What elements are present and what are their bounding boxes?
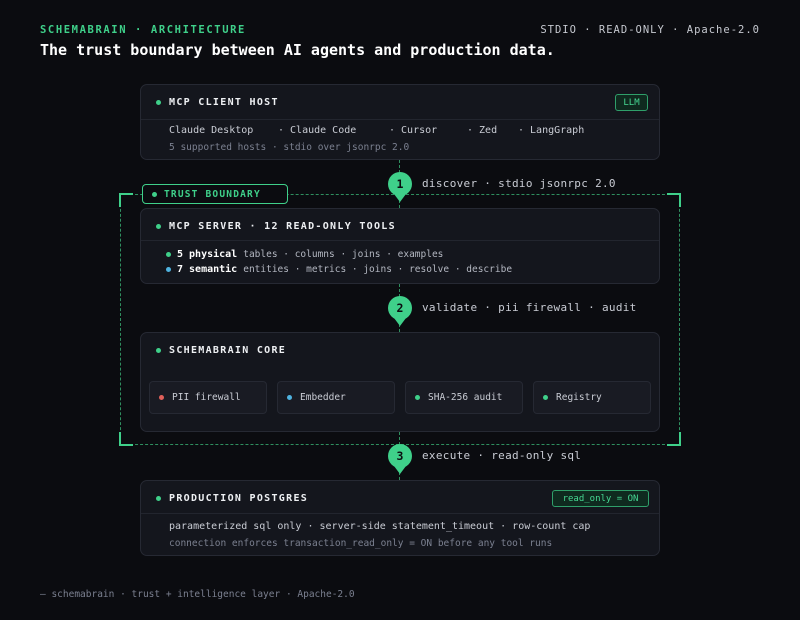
divider xyxy=(141,119,659,120)
page-title: The trust boundary between AI agents and… xyxy=(40,41,555,59)
step-label-3: execute · read-only sql xyxy=(422,449,582,462)
boundary-corner xyxy=(667,432,681,446)
tool-group-semantic: 7 semantic entities · metrics · joins · … xyxy=(166,264,512,275)
module-label: SHA-256 audit xyxy=(428,392,503,403)
card-subtitle: connection enforces transaction_read_onl… xyxy=(169,538,553,549)
host-item: · LangGraph xyxy=(518,125,585,136)
module-dot xyxy=(159,395,164,400)
module-dot xyxy=(415,395,420,400)
module-label: PII firewall xyxy=(172,392,241,403)
trust-boundary-label: TRUST BOUNDARY xyxy=(142,184,288,204)
step-marker-1: 1 xyxy=(388,172,412,202)
step-marker-2: 2 xyxy=(388,296,412,326)
tool-group-physical: 5 physical tables · columns · joins · ex… xyxy=(166,249,443,260)
client-host-card: MCP CLIENT HOST LLM Claude Desktop · Cla… xyxy=(140,84,660,160)
card-header: MCP CLIENT HOST xyxy=(156,97,279,108)
status-dot xyxy=(156,224,161,229)
host-item: · Zed xyxy=(467,125,498,136)
module-label: Embedder xyxy=(300,392,346,403)
host-item: Claude Desktop xyxy=(169,125,254,136)
status-dot xyxy=(156,348,161,353)
module-dot xyxy=(543,395,548,400)
step-marker-3: 3 xyxy=(388,444,412,474)
card-title: PRODUCTION POSTGRES xyxy=(169,493,309,504)
eyebrow: SCHEMABRAIN · ARCHITECTURE xyxy=(40,24,246,36)
host-item: · Cursor xyxy=(389,125,438,136)
mcp-server-card: MCP SERVER · 12 READ-ONLY TOOLS 5 physic… xyxy=(140,208,660,284)
card-header: SCHEMABRAIN CORE xyxy=(156,345,286,356)
tool-count: 5 physical xyxy=(177,249,238,260)
status-dot xyxy=(152,191,157,197)
module-embedder: Embedder xyxy=(277,381,395,414)
module-sha256-audit: SHA-256 audit xyxy=(405,381,523,414)
llm-tag: LLM xyxy=(615,94,648,111)
module-dot xyxy=(287,395,292,400)
postgres-guarantees: parameterized sql only · server-side sta… xyxy=(169,521,591,532)
card-title: MCP CLIENT HOST xyxy=(169,97,279,108)
trust-boundary-text: TRUST BOUNDARY xyxy=(164,188,261,200)
card-header: PRODUCTION POSTGRES xyxy=(156,493,308,504)
module-pii-firewall: PII firewall xyxy=(149,381,267,414)
read-only-tag: read_only = ON xyxy=(552,490,649,507)
card-title: SCHEMABRAIN CORE xyxy=(169,345,287,356)
tool-list: tables · columns · joins · examples xyxy=(243,249,444,260)
divider xyxy=(141,240,659,241)
boundary-corner xyxy=(667,193,681,207)
card-title: MCP SERVER · 12 READ-ONLY TOOLS xyxy=(169,221,396,232)
divider xyxy=(141,513,659,514)
tool-list: entities · metrics · joins · resolve · d… xyxy=(243,264,513,275)
card-subtitle: 5 supported hosts · stdio over jsonrpc 2… xyxy=(169,142,410,153)
physical-dot xyxy=(166,252,171,257)
boundary-corner xyxy=(119,193,133,207)
footer: — schemabrain · trust + intelligence lay… xyxy=(40,589,355,600)
boundary-corner xyxy=(119,432,133,446)
postgres-card: PRODUCTION POSTGRES read_only = ON param… xyxy=(140,480,660,556)
header-meta: STDIO · READ-ONLY · Apache-2.0 xyxy=(540,24,760,36)
semantic-dot xyxy=(166,267,171,272)
step-label-2: validate · pii firewall · audit xyxy=(422,301,637,314)
tool-count: 7 semantic xyxy=(177,264,238,275)
step-label-1: discover · stdio jsonrpc 2.0 xyxy=(422,177,616,190)
card-header: MCP SERVER · 12 READ-ONLY TOOLS xyxy=(156,221,396,232)
status-dot xyxy=(156,496,161,501)
module-registry: Registry xyxy=(533,381,651,414)
host-item: · Claude Code xyxy=(278,125,357,136)
module-label: Registry xyxy=(556,392,602,403)
core-card: SCHEMABRAIN CORE PII firewall Embedder S… xyxy=(140,332,660,432)
status-dot xyxy=(156,100,161,105)
